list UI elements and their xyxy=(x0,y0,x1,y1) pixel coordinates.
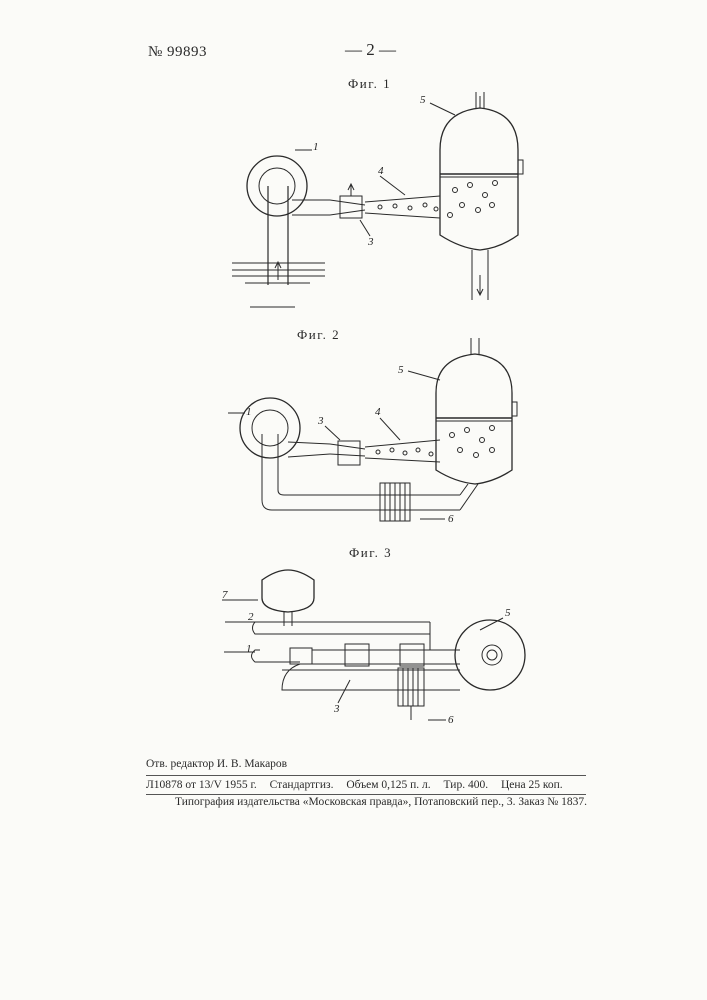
divider-top xyxy=(146,775,586,776)
circulation: Тир. 400. xyxy=(444,779,489,791)
fig1-ejector xyxy=(340,196,362,218)
fig2-vessel xyxy=(436,354,512,484)
fig3-ejector xyxy=(345,644,369,666)
fig3-vessel xyxy=(455,620,525,690)
fig1-bubbles xyxy=(378,203,438,211)
permit-number: Л10878 от 13/V 1955 г. xyxy=(146,779,257,791)
fig3-label-1: 1 xyxy=(246,643,252,655)
fig1-label-1: 1 xyxy=(313,141,319,153)
fig3-label-2: 2 xyxy=(248,611,254,623)
fig2-label-1: 1 xyxy=(246,406,252,418)
fig2-bubbles xyxy=(376,448,433,456)
reference-numerals: 1 3 4 5 1 3 4 5 6 1 2 3 5 6 7 xyxy=(222,94,511,726)
figure-2-drawing xyxy=(228,338,517,521)
divider-bottom xyxy=(146,794,586,795)
editor-line: Отв. редактор И. В. Макаров xyxy=(146,758,287,770)
fig1-pump xyxy=(247,156,307,216)
fig2-label-5: 5 xyxy=(398,364,404,376)
fig1-vessel xyxy=(440,108,518,250)
fig1-label-3: 3 xyxy=(367,236,374,248)
fig3-label-3: 3 xyxy=(333,703,340,715)
fig2-label-3: 3 xyxy=(317,415,324,427)
fig3-label-7: 7 xyxy=(222,589,228,601)
fig1-label-5: 5 xyxy=(420,94,426,106)
fig3-label-6: 6 xyxy=(448,714,454,726)
fig2-label-6: 6 xyxy=(448,513,454,525)
fig2-ejector xyxy=(338,441,360,465)
fig1-label-4: 4 xyxy=(378,165,384,177)
fig1-vessel-bubbles xyxy=(448,181,498,218)
printer-line: Типография издательства «Московская прав… xyxy=(175,796,587,808)
fig2-label-4: 4 xyxy=(375,406,381,418)
publisher: Стандартгиз. xyxy=(270,779,334,791)
figure-1-drawing xyxy=(232,92,523,307)
fig3-tank xyxy=(262,570,314,612)
publication-line: Л10878 от 13/V 1955 г. Стандартгиз. Объе… xyxy=(146,779,573,791)
fig2-vessel-bubbles xyxy=(450,426,495,458)
figure-3-drawing xyxy=(222,570,525,720)
fig3-label-5: 5 xyxy=(505,607,511,619)
price: Цена 25 коп. xyxy=(501,779,563,791)
fig3-cooler xyxy=(398,668,424,706)
volume: Объем 0,125 п. л. xyxy=(346,779,430,791)
